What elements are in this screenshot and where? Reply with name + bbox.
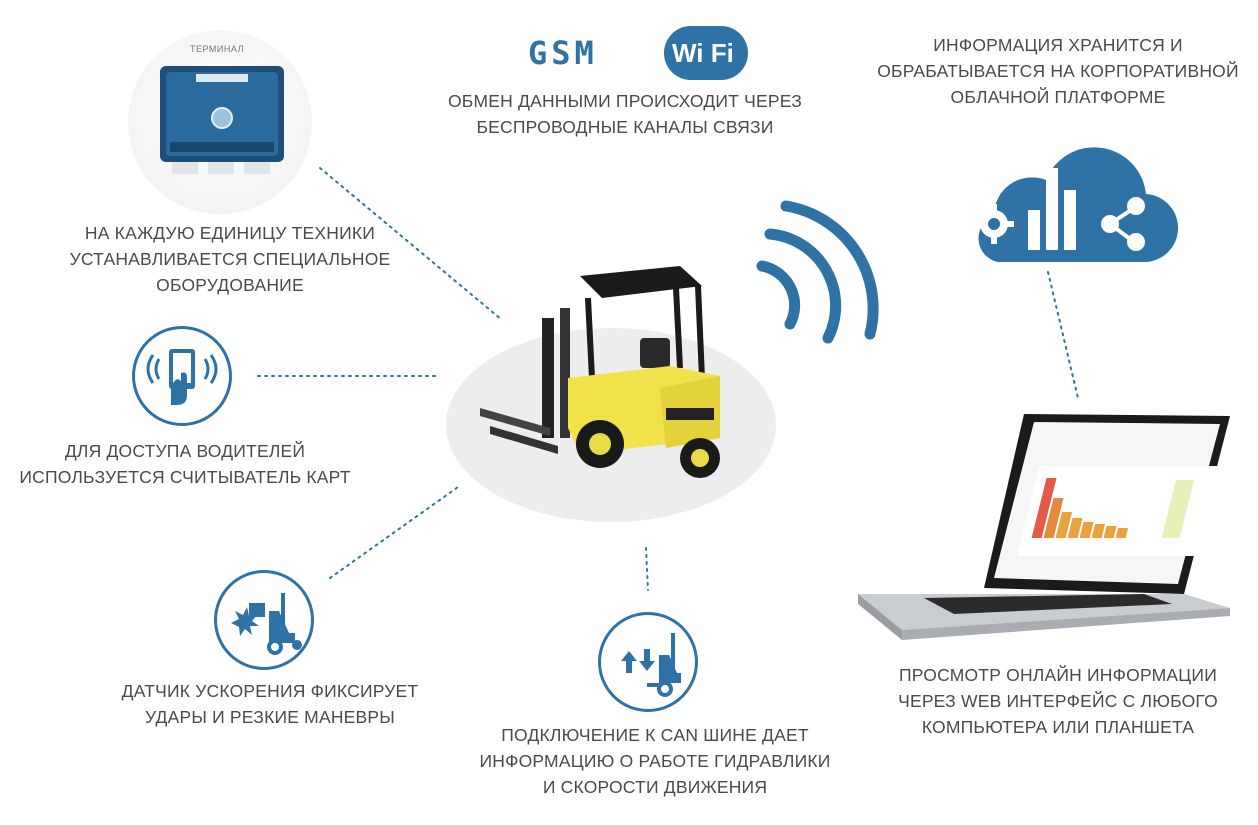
terminal-photo: ТЕРМИНАЛ bbox=[128, 30, 312, 214]
can-bus-icon bbox=[598, 612, 698, 712]
terminal-device-icon bbox=[160, 66, 284, 174]
terminal-label: ТЕРМИНАЛ bbox=[190, 44, 244, 54]
wifi-logo: Wi Fi bbox=[664, 26, 748, 80]
wifi-logo-text: Wi Fi bbox=[672, 38, 734, 68]
card-reader-icon bbox=[132, 326, 232, 426]
caption-can-bus: ПОДКЛЮЧЕНИЕ К CAN ШИНЕ ДАЕТ ИНФОРМАЦИЮ О… bbox=[479, 725, 831, 797]
caption-web: ПРОСМОТР ОНЛАЙН ИНФОРМАЦИИ ЧЕРЕЗ WEB ИНТ… bbox=[898, 665, 1218, 737]
cloud-analytics-icon bbox=[974, 147, 1178, 263]
wireless-signal-icon bbox=[756, 200, 879, 344]
caption-cloud: ИНФОРМАЦИЯ ХРАНИТСЯ И ОБРАБАТЫВАЕТСЯ НА … bbox=[877, 35, 1239, 107]
caption-accelerometer: ДАТЧИК УСКОРЕНИЯ ФИКСИРУЕТ УДАРЫ И РЕЗКИ… bbox=[121, 681, 419, 727]
connector-cloud bbox=[1047, 271, 1079, 399]
caption-card-reader: ДЛЯ ДОСТУПА ВОДИТЕЛЕЙ ИСПОЛЬЗУЕТСЯ СЧИТЫ… bbox=[19, 441, 351, 487]
connector-terminal bbox=[319, 167, 503, 321]
forklift-illustration bbox=[480, 266, 720, 478]
connector-accelerometer bbox=[329, 486, 459, 579]
accelerometer-icon bbox=[214, 570, 314, 670]
gear-icon bbox=[974, 204, 1014, 244]
connector-can bbox=[645, 547, 649, 591]
caption-equipment: НА КАЖДУЮ ЕДИНИЦУ ТЕХНИКИ УСТАНАВЛИВАЕТС… bbox=[69, 223, 391, 295]
laptop-illustration bbox=[858, 414, 1230, 640]
share-icon bbox=[1101, 197, 1145, 251]
caption-wireless: ОБМЕН ДАННЫМИ ПРОИСХОДИТ ЧЕРЕЗ БЕСПРОВОД… bbox=[447, 91, 803, 137]
gsm-logo: GSM bbox=[528, 34, 598, 72]
